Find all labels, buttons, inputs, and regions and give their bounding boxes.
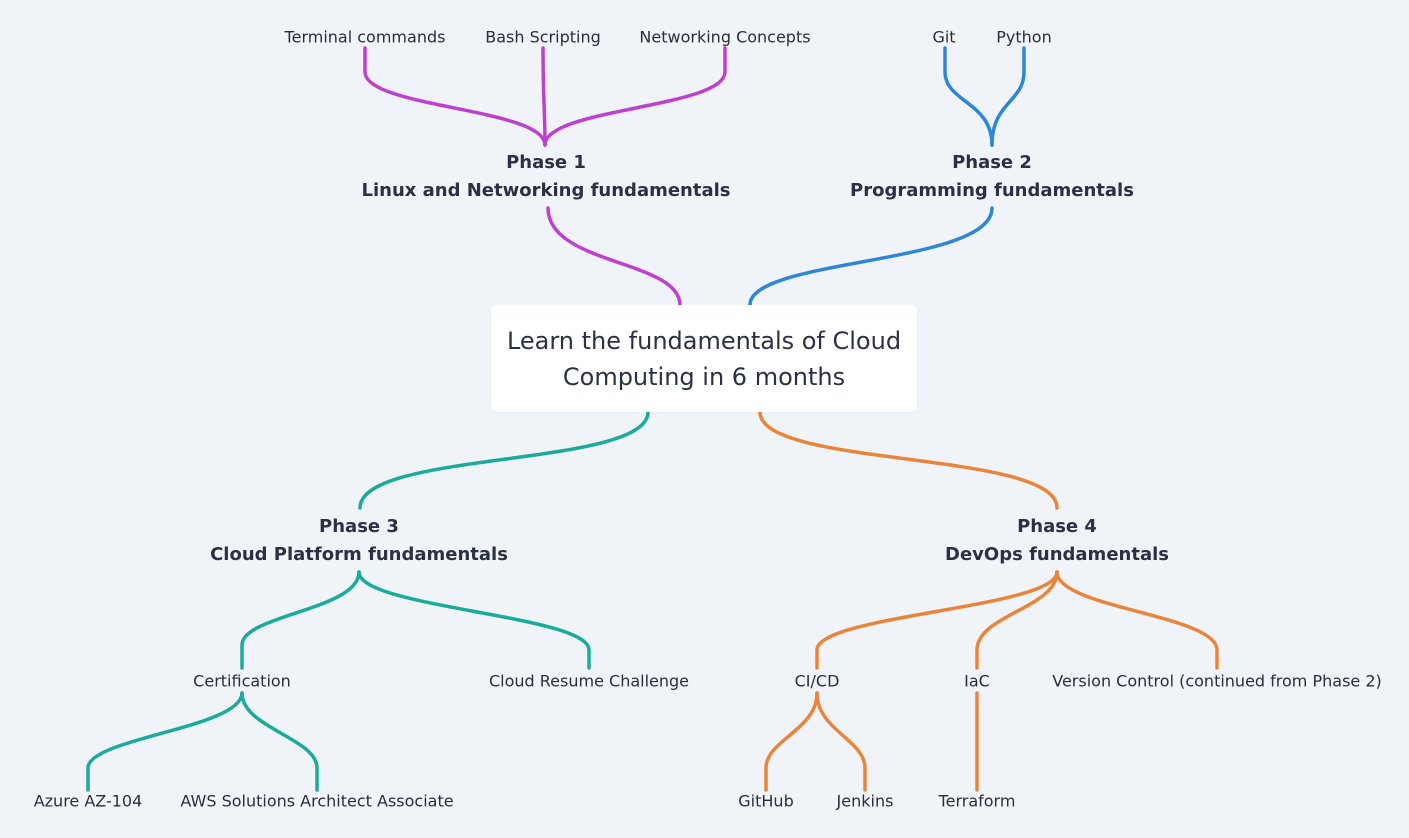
link-root-phase2 bbox=[748, 206, 994, 307]
link-phase3-resume bbox=[357, 570, 591, 670]
link-cert-azure bbox=[86, 691, 244, 792]
phase-1-title: Phase 1 bbox=[506, 152, 586, 173]
leaf-aws-solutions-architect[interactable]: AWS Solutions Architect Associate bbox=[180, 791, 454, 811]
leaf-iac[interactable]: IaC bbox=[964, 671, 990, 691]
leaf-cloud-resume-challenge[interactable]: Cloud Resume Challenge bbox=[488, 671, 690, 691]
leaf-github[interactable]: GitHub bbox=[738, 791, 794, 811]
phase-4-title: Phase 4 bbox=[1017, 516, 1097, 537]
phase-3-subtitle: Cloud Platform fundamentals bbox=[210, 544, 508, 565]
link-root-phase3 bbox=[358, 410, 650, 510]
root-topic-label: Learn the fundamentals of Cloud Computin… bbox=[506, 326, 902, 391]
phase-2-title: Phase 2 bbox=[952, 152, 1032, 173]
leaf-jenkins[interactable]: Jenkins bbox=[836, 791, 894, 811]
leaf-python[interactable]: Python bbox=[996, 27, 1052, 47]
root-topic[interactable]: Learn the fundamentals of Cloud Computin… bbox=[491, 305, 917, 412]
link-phase1-bash bbox=[541, 46, 547, 147]
phase-4-subtitle: DevOps fundamentals bbox=[945, 544, 1169, 565]
link-root-phase1 bbox=[546, 206, 682, 307]
phase-3-title: Phase 3 bbox=[319, 516, 399, 537]
phase-1-topic[interactable]: Phase 1 Linux and Networking fundamental… bbox=[361, 149, 730, 205]
phase-4-topic[interactable]: Phase 4 DevOps fundamentals bbox=[945, 513, 1169, 569]
link-phase1-networking bbox=[543, 46, 727, 147]
phase-2-subtitle: Programming fundamentals bbox=[850, 180, 1134, 201]
link-phase4-cicd bbox=[815, 570, 1059, 670]
link-phase4-iac bbox=[975, 570, 1059, 670]
leaf-bash-scripting[interactable]: Bash Scripting bbox=[485, 27, 601, 47]
leaf-cicd[interactable]: CI/CD bbox=[794, 671, 840, 691]
leaf-azure-az104[interactable]: Azure AZ-104 bbox=[33, 791, 143, 811]
leaf-git[interactable]: Git bbox=[932, 27, 956, 47]
phase-3-topic[interactable]: Phase 3 Cloud Platform fundamentals bbox=[210, 513, 508, 569]
link-phase3-certification bbox=[240, 570, 361, 670]
phase-2-topic[interactable]: Phase 2 Programming fundamentals bbox=[850, 149, 1134, 205]
link-phase4-version bbox=[1055, 570, 1219, 670]
link-phase1-terminal bbox=[363, 46, 547, 147]
link-phase2-python bbox=[990, 46, 1026, 147]
link-cicd-github bbox=[764, 691, 819, 792]
leaf-terraform[interactable]: Terraform bbox=[938, 791, 1016, 811]
leaf-networking-concepts[interactable]: Networking Concepts bbox=[639, 27, 811, 47]
link-cert-aws bbox=[240, 691, 319, 792]
leaf-version-control[interactable]: Version Control (continued from Phase 2) bbox=[1052, 671, 1382, 691]
link-phase2-git bbox=[943, 46, 994, 147]
phase-1-subtitle: Linux and Networking fundamentals bbox=[361, 180, 731, 201]
leaf-certification[interactable]: Certification bbox=[193, 671, 291, 691]
link-root-phase4 bbox=[758, 410, 1059, 510]
leaf-terminal-commands[interactable]: Terminal commands bbox=[284, 27, 446, 47]
link-cicd-jenkins bbox=[815, 691, 867, 792]
